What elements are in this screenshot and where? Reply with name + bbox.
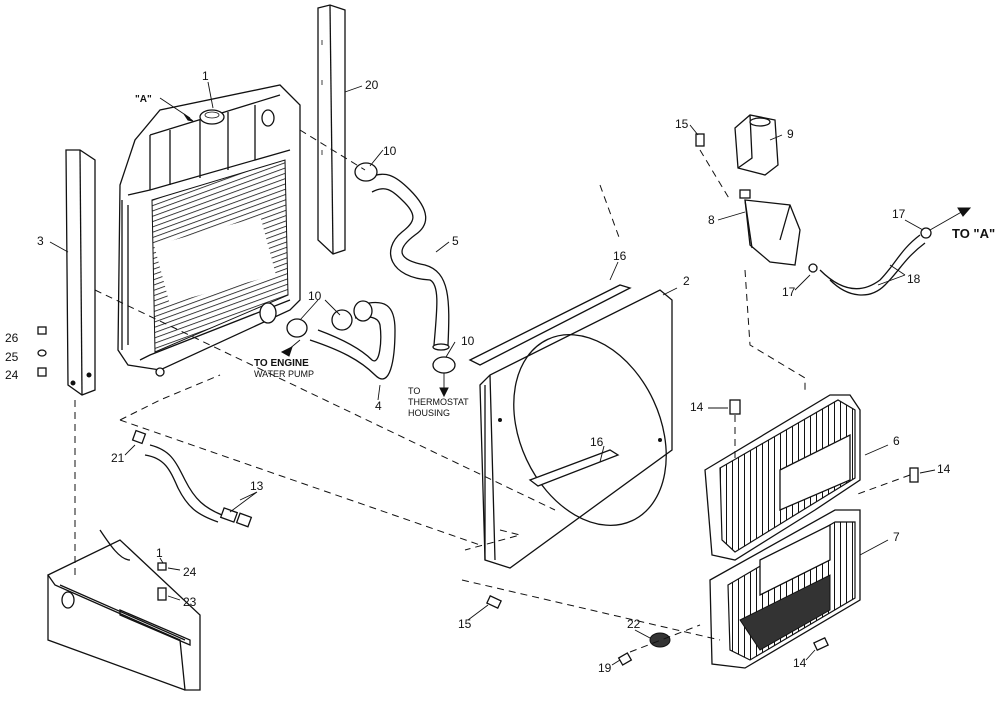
bolt-15-bottom <box>486 594 502 610</box>
note-thermostat-line1: TO <box>408 386 420 396</box>
bolt-19 <box>617 652 633 666</box>
callout-4: 4 <box>375 399 382 413</box>
coolant-reservoir-9 <box>734 114 779 176</box>
callout-10-lower: 10 <box>308 289 322 303</box>
callout-14-top: 14 <box>690 400 704 414</box>
note-to-engine-line2: WATER PUMP <box>254 369 314 379</box>
alignment-lines <box>74 129 911 653</box>
drain-hose-13 <box>131 429 253 528</box>
grille-6 <box>704 394 861 561</box>
washer-25 <box>37 349 47 357</box>
grille-7 <box>709 509 861 669</box>
radiator <box>117 84 301 377</box>
hose-clamp <box>354 162 378 182</box>
callout-8: 8 <box>708 213 715 227</box>
callout-15-bottom: 15 <box>458 617 472 631</box>
fan-shroud-2 <box>468 284 673 569</box>
callout-22: 22 <box>627 617 641 631</box>
outlet-neck <box>259 302 277 324</box>
nut-24b <box>157 562 167 571</box>
bolt-24 <box>37 367 47 377</box>
callout-21: 21 <box>111 451 125 465</box>
mounting-bracket-8 <box>744 199 801 266</box>
bolt-14-bottom <box>813 636 829 652</box>
overflow-hose-18 <box>808 207 972 296</box>
callout-10-outlet: 10 <box>461 334 475 348</box>
chassis-rail <box>47 529 201 691</box>
callout-9: 9 <box>787 127 794 141</box>
callout-16-mid: 16 <box>590 435 604 449</box>
notes: "A" TO "A" TO ENGINE WATER PUMP TO THERM… <box>135 94 995 418</box>
bolt-14-top <box>729 399 741 415</box>
callout-24-lower: 24 <box>183 565 197 579</box>
note-ref-a: "A" <box>135 94 152 105</box>
bolt-23 <box>157 587 167 601</box>
callouts: 1 2 3 4 5 6 7 8 9 10 10 10 13 14 14 14 1… <box>5 69 951 675</box>
note-thermostat-line3: HOUSING <box>408 408 450 418</box>
strip-16-top <box>468 284 632 366</box>
callout-1-lower: 1 <box>156 546 163 560</box>
callout-2: 2 <box>683 274 690 288</box>
hose-clamp <box>286 318 308 338</box>
upper-hose-5 <box>354 162 456 398</box>
note-thermostat-line2: THERMOSTAT <box>408 397 469 407</box>
note-to-a: TO "A" <box>952 226 995 241</box>
latch-22 <box>649 632 671 648</box>
callout-7: 7 <box>893 530 900 544</box>
callout-17-bottom: 17 <box>782 285 796 299</box>
side-bracket-20 <box>317 4 346 255</box>
leader-lines <box>49 81 936 666</box>
callout-10-upper: 10 <box>383 144 397 158</box>
strip-16-mid <box>528 449 620 487</box>
callout-18: 18 <box>907 272 921 286</box>
hose-clamp <box>432 356 456 374</box>
bolt-15-top <box>695 133 705 147</box>
side-bracket-3 <box>65 149 96 396</box>
callout-5: 5 <box>452 234 459 248</box>
nut-26 <box>37 326 47 335</box>
callout-14-bottom: 14 <box>793 656 807 670</box>
callout-15-top: 15 <box>675 117 689 131</box>
hardware <box>37 133 919 666</box>
callout-6: 6 <box>893 434 900 448</box>
callout-1: 1 <box>202 69 209 83</box>
callout-14-right: 14 <box>937 462 951 476</box>
callout-25: 25 <box>5 350 19 364</box>
callout-17-top: 17 <box>892 207 906 221</box>
lower-hose-4 <box>280 300 396 380</box>
callout-20: 20 <box>365 78 379 92</box>
callout-19: 19 <box>598 661 612 675</box>
hose-clamp <box>331 309 353 331</box>
callout-3: 3 <box>37 234 44 248</box>
callout-26: 26 <box>5 331 19 345</box>
callout-16-top: 16 <box>613 249 627 263</box>
bolt-14-right <box>909 467 919 483</box>
callout-13: 13 <box>250 479 264 493</box>
clip-8 <box>739 189 751 199</box>
note-to-engine-line1: TO ENGINE <box>254 358 309 369</box>
callout-23: 23 <box>183 595 197 609</box>
callout-24: 24 <box>5 368 19 382</box>
